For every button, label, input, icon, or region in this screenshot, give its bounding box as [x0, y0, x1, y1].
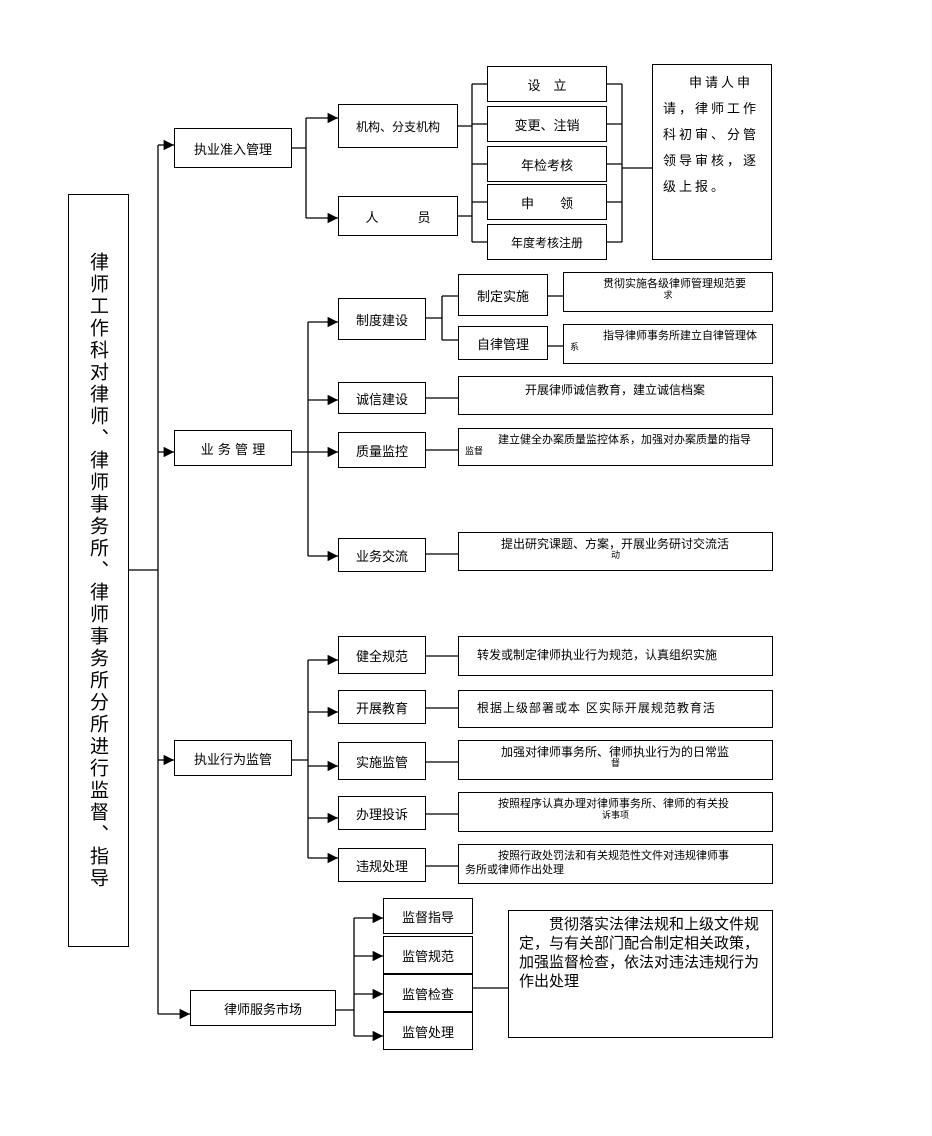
sub-box: 制定实施 [458, 274, 548, 316]
note-text: 贯彻实施各级律师管理规范要 [603, 277, 746, 290]
person-box: 人 员 [338, 196, 458, 236]
note-text: 建立健全办案质量监控体系，加强对办案质量的指导 [498, 433, 751, 446]
note-text-2: 动 [610, 551, 620, 561]
note-text-2: 务所或律师作出处理 [465, 863, 564, 876]
note-box: 开展律师诚信教育，建立诚信档案 [458, 376, 773, 415]
root-box: 律师工作科对律师、律师事务所、律师事务所分所进行监督、指导 [68, 194, 129, 947]
note-box: 建立健全办案质量监控体系，加强对办案质量的指导监督 [458, 428, 773, 466]
item-box: 实施监管 [338, 742, 426, 780]
adm-item: 年检考核 [487, 146, 607, 182]
note-box: 加强对律师事务所、律师执业行为的日常监督 [458, 740, 773, 780]
market-note: 贯彻落实法律法规和上级文件规定，与有关部门配合制定相关政策，加强监督检查，依法对… [508, 910, 773, 1038]
note-text-2: 监督 [465, 447, 484, 457]
market-box: 律师服务市场 [190, 990, 336, 1026]
note-box: 根据上级部署或本 区实际开展规范教育活 [458, 690, 773, 728]
item-box: 业务交流 [338, 538, 426, 572]
market-item: 监管检查 [383, 974, 473, 1012]
note-text-2: 诉事项 [601, 811, 629, 821]
org-box: 机构、分支机构 [338, 104, 458, 148]
note-box: 提出研究课题、方案，开展业务研讨交流活动 [458, 532, 773, 571]
adm-item: 变更、注销 [487, 106, 607, 142]
admission-box: 执业准入管理 [174, 128, 292, 168]
conduct-box: 执业行为监管 [174, 740, 292, 776]
note-text: 根据上级部署或本 区实际开展规范教育活 [477, 701, 716, 715]
market-item: 监督指导 [383, 898, 473, 934]
item-box: 质量监控 [338, 432, 426, 468]
note-box: 指导律师事务所建立自律管理体系 [563, 324, 773, 364]
note-box: 按照行政处罚法和有关规范性文件对违规律师事务所或律师作出处理 [458, 844, 773, 884]
note-text: 开展律师诚信教育，建立诚信档案 [525, 383, 706, 397]
sub-box: 自律管理 [458, 326, 548, 360]
admission-note: 申请人申请，律师工作科初审、分管领导审核，逐级上报。 [652, 64, 772, 260]
adm-item: 年度考核注册 [487, 224, 607, 260]
note-box: 按照程序认真办理对律师事务所、律师的有关投诉事项 [458, 792, 773, 832]
note-text-2: 求 [663, 291, 673, 301]
note-text: 按照行政处罚法和有关规范性文件对违规律师事 [498, 849, 729, 862]
item-box: 健全规范 [338, 636, 426, 674]
note-text: 指导律师事务所建立自律管理体 [603, 329, 757, 342]
item-box: 违规处理 [338, 848, 426, 882]
market-item: 监管处理 [383, 1012, 473, 1050]
note-text-2: 系 [570, 343, 580, 353]
business-box: 业 务 管 理 [174, 430, 292, 466]
item-box: 办理投诉 [338, 796, 426, 830]
note-text: 转发或制定律师执业行为规范，认真组织实施 [477, 648, 718, 662]
note-text: 按照程序认真办理对律师事务所、律师的有关投 [498, 797, 729, 810]
note-text: 提出研究课题、方案，开展业务研讨交流活 [501, 537, 730, 551]
adm-item: 设 立 [487, 66, 607, 102]
note-box: 转发或制定律师执业行为规范，认真组织实施 [458, 636, 773, 676]
item-box: 开展教育 [338, 690, 426, 724]
system-box: 制度建设 [338, 298, 426, 340]
note-text-2: 督 [610, 759, 620, 769]
note-text: 加强对律师事务所、律师执业行为的日常监 [501, 745, 730, 759]
item-box: 诚信建设 [338, 382, 426, 414]
market-item: 监管规范 [383, 936, 473, 974]
adm-item: 申 领 [487, 184, 607, 220]
note-box: 贯彻实施各级律师管理规范要求 [563, 272, 773, 312]
